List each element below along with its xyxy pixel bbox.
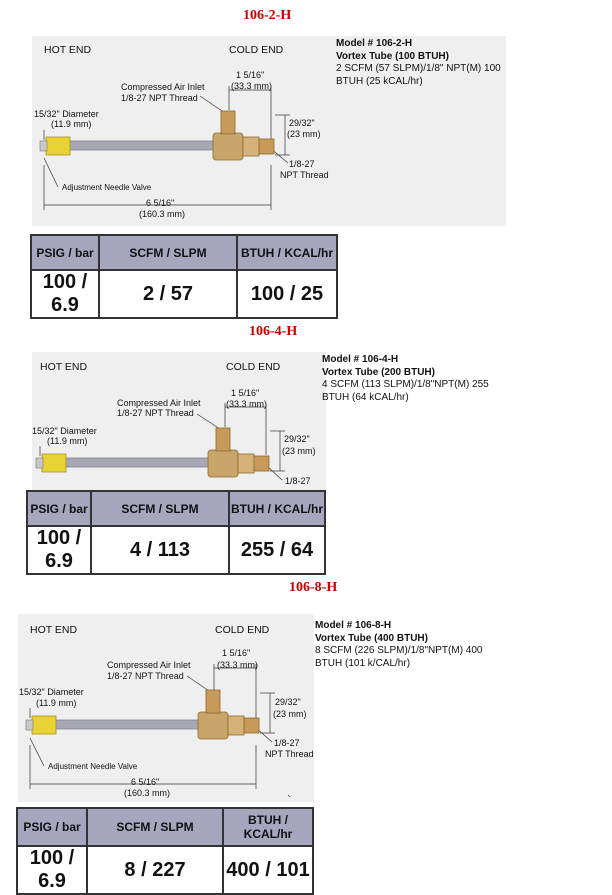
needle-valve-label: Adjustment Needle Valve	[48, 762, 138, 771]
section-title: 106-4-H	[249, 324, 298, 339]
value-scfm: 8 / 227	[86, 845, 224, 895]
diameter-mm: (11.9 mm)	[51, 119, 92, 129]
header-scfm: SCFM / SLPM	[98, 234, 238, 271]
thread-label: 1/8-27	[285, 476, 311, 486]
value-btuh: 100 / 25	[236, 269, 338, 319]
header-psig: PSIG / bar	[30, 234, 100, 271]
diameter-mm: (11.9 mm)	[36, 698, 77, 708]
spec-table: PSIG / bar SCFM / SLPM BTUH / KCAL/hr 10…	[26, 490, 326, 575]
model-info: Model # 106-8-H Vortex Tube (400 BTUH) 8…	[315, 620, 500, 670]
diagram-background	[32, 36, 506, 226]
needle-valve-label: Adjustment Needle Valve	[62, 183, 152, 192]
thread-label: 1/8-27	[289, 159, 315, 169]
thread-label: 1/8-27	[274, 738, 300, 748]
model-info: Model # 106-4-H Vortex Tube (200 BTUH) 4…	[322, 354, 502, 404]
vortex-tube-drawing	[35, 403, 285, 481]
model-number: Model # 106-2-H	[336, 38, 413, 49]
value-scfm: 4 / 113	[90, 525, 230, 575]
inlet-thread-label: 1/8-27 NPT Thread	[121, 93, 198, 103]
header-psig: PSIG / bar	[16, 807, 88, 847]
hot-end-label: HOT END	[30, 624, 78, 636]
side-dimension-mm: (23 mm)	[273, 709, 307, 719]
model-name: Vortex Tube (200 BTUH)	[322, 366, 435, 378]
top-dimension: 1 5/16"	[236, 70, 265, 80]
inlet-label: Compressed Air Inlet	[121, 82, 205, 92]
value-scfm: 2 / 57	[98, 269, 238, 319]
value-btuh: 400 / 101	[222, 845, 314, 895]
hot-end-label: HOT END	[40, 361, 88, 373]
value-btuh: 255 / 64	[228, 525, 326, 575]
diameter-label: 15/32" Diameter	[19, 687, 84, 697]
length-mm: (160.3 mm)	[139, 209, 186, 219]
inlet-label: Compressed Air Inlet	[117, 398, 201, 408]
side-dimension: 29/32"	[275, 697, 301, 707]
value-psig: 100 / 6.9	[30, 269, 100, 319]
section-title: 106-8-H	[289, 580, 338, 595]
spec-table: PSIG / bar SCFM / SLPM BTUH / KCAL/hr 10…	[16, 807, 314, 895]
model-description: 2 SCFM (57 SLPM)/1/8" NPT(M) 100 BTUH (2…	[336, 63, 501, 87]
thread-label-2: NPT Thread	[280, 170, 329, 180]
top-dimension-mm: (33.3 mm)	[231, 81, 273, 91]
model-description: 8 SCFM (226 SLPM)/1/8"NPT(M) 400 BTUH (1…	[315, 645, 483, 669]
diameter-mm: (11.9 mm)	[47, 436, 88, 446]
header-scfm: SCFM / SLPM	[86, 807, 224, 847]
model-number: Model # 106-8-H	[315, 620, 392, 631]
diameter-label: 15/32" Diameter	[34, 109, 99, 119]
model-name: Vortex Tube (400 BTUH)	[315, 632, 428, 644]
length-mm: (160.3 mm)	[124, 788, 171, 798]
side-dimension: 29/32"	[284, 434, 310, 444]
length-label: 6 5/16"	[131, 777, 160, 787]
side-dimension-mm: (23 mm)	[282, 446, 316, 456]
thread-label-2: NPT Thread	[265, 749, 314, 759]
header-btuh: BTUH / KCAL/hr	[236, 234, 338, 271]
diagram-background	[18, 614, 314, 802]
model-info: Model # 106-2-H Vortex Tube (100 BTUH) 2…	[336, 38, 511, 88]
side-dimension-mm: (23 mm)	[287, 129, 321, 139]
section-title: 106-2-H	[243, 8, 292, 23]
header-psig: PSIG / bar	[26, 490, 92, 527]
top-dimension-mm: (33.3 mm)	[226, 399, 268, 409]
header-scfm: SCFM / SLPM	[90, 490, 230, 527]
top-dimension-mm: (33.3 mm)	[217, 660, 259, 670]
cold-end-label: COLD END	[226, 361, 281, 373]
hot-end-label: HOT END	[44, 44, 92, 56]
value-psig: 100 / 6.9	[16, 845, 88, 895]
inlet-label: Compressed Air Inlet	[107, 660, 191, 670]
header-btuh: BTUH / KCAL/hr	[222, 807, 314, 847]
spec-table: PSIG / bar SCFM / SLPM BTUH / KCAL/hr 10…	[30, 234, 338, 319]
top-dimension: 1 5/16"	[231, 388, 260, 398]
top-dimension: 1 5/16"	[222, 648, 251, 658]
model-name: Vortex Tube (100 BTUH)	[336, 50, 449, 62]
value-psig: 100 / 6.9	[26, 525, 92, 575]
model-description: 4 SCFM (113 SLPM)/1/8"NPT(M) 255 BTUH (6…	[322, 379, 489, 403]
inlet-thread-label: 1/8-27 NPT Thread	[117, 408, 194, 418]
cold-end-label: COLD END	[215, 624, 270, 636]
vortex-tube-drawing	[39, 86, 290, 210]
diameter-label: 15/32" Diameter	[32, 426, 97, 436]
model-number: Model # 106-4-H	[322, 354, 399, 365]
length-label: 6 5/16"	[146, 198, 175, 208]
cold-end-label: COLD END	[229, 44, 284, 56]
header-btuh: BTUH / KCAL/hr	[228, 490, 326, 527]
side-dimension: 29/32"	[289, 118, 315, 128]
inlet-thread-label: 1/8-27 NPT Thread	[107, 671, 184, 681]
diagram-background	[32, 352, 326, 491]
